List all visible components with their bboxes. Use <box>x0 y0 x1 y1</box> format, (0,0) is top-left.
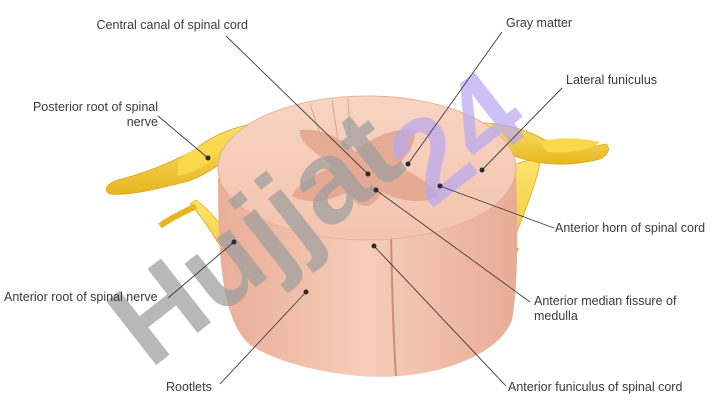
label-anterior-root: Anterior root of spinal nerve <box>4 290 158 304</box>
label-anterior-horn: Anterior horn of spinal cord <box>555 221 706 235</box>
label-gray-matter: Gray matter <box>506 16 572 30</box>
label-posterior-root: Posterior root of spinal nerve <box>32 100 158 129</box>
label-anterior-funiculus: Anterior funiculus of spinal cord <box>508 380 683 394</box>
label-rootlets: Rootlets <box>166 380 212 394</box>
label-central-canal: Central canal of spinal cord <box>96 18 248 32</box>
label-lateral-funiculus: Lateral funiculus <box>566 73 658 87</box>
label-anterior-median-fissure: Anterior median fissure of medulla <box>534 294 677 323</box>
leader-lines <box>157 31 563 387</box>
gray-matter-shape <box>292 129 438 206</box>
